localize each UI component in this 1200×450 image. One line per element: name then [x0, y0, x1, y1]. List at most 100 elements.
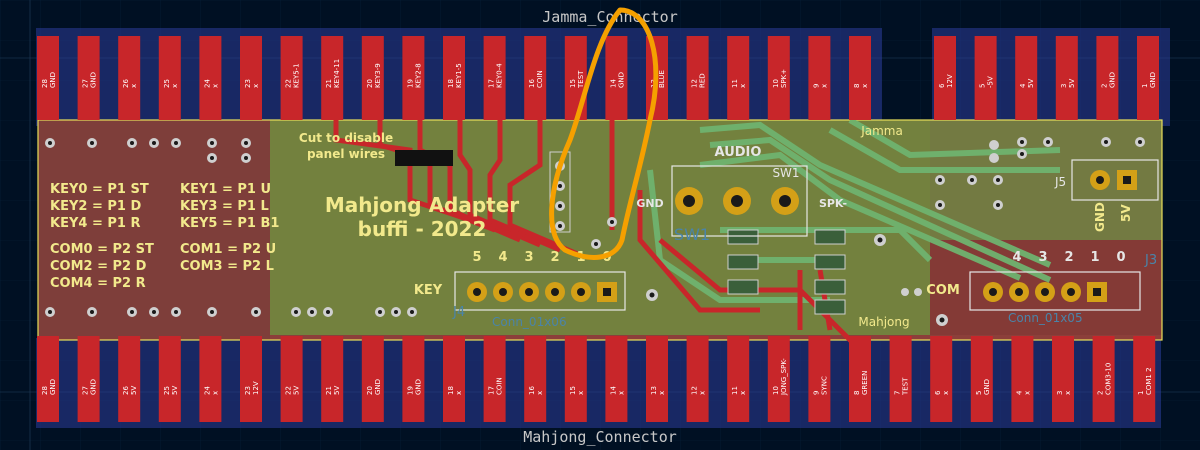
key-map-legend: KEY0 = P1 ST KEY2 = P1 D KEY4 = P1 R COM… [50, 182, 279, 291]
sw1-component[interactable] [671, 165, 808, 237]
j5-header[interactable] [1071, 159, 1159, 201]
com-pin-number: 3 [1038, 250, 1047, 265]
jamma-pin-name: x [130, 84, 138, 88]
mahjong-pin-num: 14 [609, 386, 617, 395]
edge-cuts [37, 119, 1163, 341]
jamma-pin-name: KEY0-4 [496, 63, 504, 88]
com-pin-number: 1 [1090, 250, 1099, 265]
mahjong-pin-num: 23 [244, 386, 252, 395]
jamma-pin-name: SPK+ [780, 69, 788, 88]
mahjong-pin-name: GND [414, 379, 422, 395]
jamma-pin-name: 5V [1068, 79, 1076, 88]
key-map-right-4: COM3 = P2 L [180, 259, 274, 274]
jamma-pin-name: KEY5-1 [293, 63, 301, 88]
jamma-pin-name: x [820, 84, 828, 88]
vias [45, 137, 1145, 326]
mahjong-pin-name: x [699, 391, 707, 395]
jamma-pin-num: 10 [772, 79, 780, 88]
vertical-header [549, 151, 617, 249]
key-connector-j4[interactable] [454, 271, 626, 311]
jamma-pin-name: GND [90, 72, 98, 88]
key-map-left-2: KEY4 = P1 R [50, 216, 140, 231]
mahjong-pin-name: COM3-10 [1105, 363, 1113, 395]
mahjong-pin-name: GND [90, 379, 98, 395]
j4-ref: J4 [452, 305, 465, 320]
com-connector-j3[interactable] [969, 271, 1141, 311]
key-map-left-4: COM2 = P2 D [50, 259, 147, 274]
key-map-right-0: KEY1 = P1 U [180, 182, 271, 197]
mahjong-pin-num: 18 [447, 386, 455, 395]
jamma-pin-num: 27 [82, 79, 90, 88]
jamma-pin-name: GND [49, 72, 57, 88]
key-map-left-5: COM4 = P2 R [50, 276, 146, 291]
jamma-pin-num: 9 [812, 84, 820, 88]
spk-minus-label: SPK- [819, 197, 847, 210]
mahjong-pin-num: 24 [203, 386, 211, 395]
mahjong-pin-num: 4 [1015, 390, 1023, 395]
mahjong-pin-num: 5 [975, 391, 983, 395]
mahjong-pin-name: JONG_SPK- [780, 358, 788, 396]
traces-green [647, 117, 1061, 303]
mahjong-pin-name: x [658, 391, 666, 395]
jamma-pin-5[interactable]: 5-5V [974, 36, 997, 120]
jamma-pin-name: x [739, 84, 747, 88]
